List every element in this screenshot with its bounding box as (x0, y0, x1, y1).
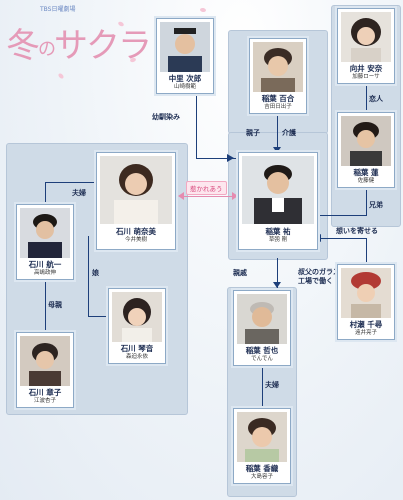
character-card-nakazato[interactable]: 中里 次郎 山崎樹範 (156, 18, 214, 94)
actor-name: 今井美樹 (124, 237, 147, 243)
actor-name: 加藤ローサ (352, 74, 380, 80)
line-shinseki (277, 258, 278, 288)
character-card-murase[interactable]: 村瀬 千尋 遠井亮子 (337, 264, 395, 340)
line-koibito (366, 85, 367, 111)
arrow-icon (232, 192, 238, 200)
character-photo (237, 294, 287, 344)
relation-label-kaigo: 介護 (282, 129, 296, 137)
character-name: 向井 安奈 (349, 64, 383, 73)
line-osananajimi-horizontal (196, 158, 238, 159)
character-photo (253, 42, 303, 92)
character-photo (341, 268, 391, 318)
character-name: 石川 琴音 (120, 344, 154, 353)
line-fuufu1-vertical (45, 182, 46, 204)
character-name: 稲葉 蓮 (353, 168, 379, 177)
portrait-image (242, 156, 314, 224)
character-name: 稲葉 哲也 (245, 346, 279, 355)
character-card-inaba-ren[interactable]: 稲葉 蓮 佐藤健 (337, 112, 395, 188)
character-photo (20, 336, 70, 386)
relation-label-kyoudai: 兄弟 (369, 201, 383, 209)
arrow-icon (227, 154, 234, 162)
line-hikare (182, 196, 234, 197)
drama-title-logo: TBS日曜劇場 冬のサクラ (0, 0, 152, 80)
network-label: TBS日曜劇場 (40, 6, 76, 13)
relation-label-shinseki: 親戚 (233, 269, 247, 277)
character-name: 石川 航一 (28, 260, 62, 269)
character-photo (160, 22, 210, 72)
actor-name: 江波杏子 (33, 398, 56, 404)
line-hahaoya (45, 280, 46, 332)
character-name: 村瀬 千尋 (349, 320, 383, 329)
actor-name: 森迫永依 (125, 354, 148, 360)
line-osananajimi-vertical (196, 72, 197, 158)
relation-label-osananajimi: 幼馴染み (152, 113, 180, 121)
portrait-image (20, 208, 70, 258)
portrait-image (341, 268, 391, 318)
portrait-image (253, 42, 303, 92)
character-card-inaba-tetsuya[interactable]: 稲葉 哲也 でんでん (233, 290, 291, 366)
actor-name: でんでん (251, 356, 273, 362)
character-name: 石川 萌奈美 (115, 227, 157, 236)
character-photo (341, 116, 391, 166)
arrow-icon (273, 147, 281, 153)
line-kyoudai-vertical (366, 170, 367, 216)
line-fuufu2 (262, 358, 263, 408)
character-photo (100, 156, 172, 224)
portrait-image (237, 294, 287, 344)
portrait-image (100, 156, 172, 224)
character-card-inaba-yuri[interactable]: 稲葉 百合 吉田日出子 (249, 38, 307, 114)
character-name: 稲葉 百合 (261, 94, 295, 103)
portrait-image (341, 12, 391, 62)
relation-label-fuufu1: 夫婦 (72, 189, 86, 197)
character-photo (20, 208, 70, 258)
line-musume-horizontal (88, 316, 108, 317)
portrait-image (160, 22, 210, 72)
portrait-image (341, 116, 391, 166)
character-photo (242, 156, 314, 224)
character-name: 稲葉 香織 (245, 464, 279, 473)
character-name: 石川 章子 (28, 388, 62, 397)
portrait-image (20, 336, 70, 386)
actor-name: 草彅 剛 (268, 237, 288, 243)
line-omoi-horizontal (318, 238, 366, 239)
line-musume-vertical (88, 236, 89, 316)
character-photo (341, 12, 391, 62)
relation-label-hikare: 惹かれあう (186, 181, 227, 195)
drama-title: 冬のサクラ (6, 26, 152, 66)
character-card-ishikawa-kotone[interactable]: 石川 琴音 森迫永依 (108, 288, 166, 364)
line-oyako (277, 112, 278, 152)
actor-name: 大島容子 (250, 474, 273, 480)
relation-label-oyako: 親子 (246, 129, 260, 137)
character-card-ishikawa-moemi[interactable]: 石川 萌奈美 今井美樹 (96, 152, 176, 250)
character-card-ishikawa-koichi[interactable]: 石川 航一 高嶋政伸 (16, 204, 74, 280)
character-name: 中里 次郎 (168, 74, 202, 83)
actor-name: 佐藤健 (357, 178, 375, 184)
character-photo (112, 292, 162, 342)
actor-name: 高嶋政伸 (33, 270, 56, 276)
line-kyoudai-horizontal (315, 215, 366, 216)
character-card-mukai[interactable]: 向井 安奈 加藤ローサ (337, 8, 395, 84)
character-card-inaba-yu[interactable]: 稲葉 祐 草彅 剛 (238, 152, 318, 250)
relation-label-koibito: 恋人 (369, 95, 383, 103)
line-omoi-vertical (366, 238, 367, 265)
relation-label-hahaoya: 母親 (48, 301, 62, 309)
actor-name: 遠井亮子 (354, 330, 377, 336)
arrow-icon (178, 192, 184, 200)
character-card-inaba-kaori[interactable]: 稲葉 香織 大島容子 (233, 408, 291, 484)
relation-label-omoi: 想いを寄せる (336, 227, 378, 235)
character-photo (237, 412, 287, 462)
portrait-image (237, 412, 287, 462)
relation-label-musume: 娘 (92, 269, 99, 277)
character-name: 稲葉 祐 (265, 227, 291, 236)
actor-name: 山崎樹範 (173, 84, 196, 90)
actor-name: 吉田日出子 (264, 104, 292, 110)
character-card-ishikawa-shoko[interactable]: 石川 章子 江波杏子 (16, 332, 74, 408)
relation-label-fuufu2: 夫婦 (265, 381, 279, 389)
line-fuufu1-horizontal (45, 182, 97, 183)
arrow-icon (273, 282, 281, 288)
portrait-image (112, 292, 162, 342)
relation-label-factory: 叔父のガラス工場で働く (298, 268, 340, 285)
